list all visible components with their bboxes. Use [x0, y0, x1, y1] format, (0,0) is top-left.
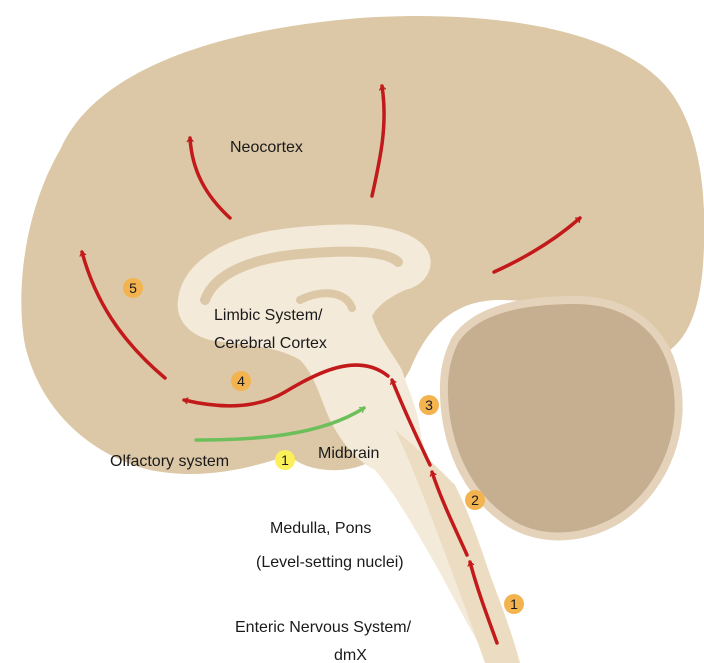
badge-stage-2: 2 [465, 490, 485, 510]
label-enteric-line1: Enteric Nervous System/ [235, 619, 412, 636]
badge-stage-5: 5 [123, 278, 143, 298]
badge-stage-3-number: 3 [425, 397, 433, 413]
badge-stage-3: 3 [419, 395, 439, 415]
label-enteric-line2: dmX [334, 647, 367, 663]
label-limbic-line1: Limbic System/ [214, 307, 323, 324]
label-olfactory: Olfactory system [110, 453, 229, 470]
badge-stage-4-number: 4 [237, 373, 245, 389]
badge-stage-1: 1 [504, 594, 524, 614]
badge-stage-4: 4 [231, 371, 251, 391]
badge-olfactory: 1 [275, 450, 295, 470]
label-limbic-line2: Cerebral Cortex [214, 335, 327, 352]
label-medulla-line1: Medulla, Pons [270, 520, 371, 537]
label-neocortex: Neocortex [230, 139, 303, 156]
label-medulla-line2: (Level-setting nuclei) [256, 554, 404, 571]
label-midbrain: Midbrain [318, 445, 379, 462]
badge-olfactory-number: 1 [281, 452, 289, 468]
badge-stage-1-number: 1 [510, 596, 518, 612]
badge-stage-5-number: 5 [129, 280, 137, 296]
badge-stage-2-number: 2 [471, 492, 479, 508]
